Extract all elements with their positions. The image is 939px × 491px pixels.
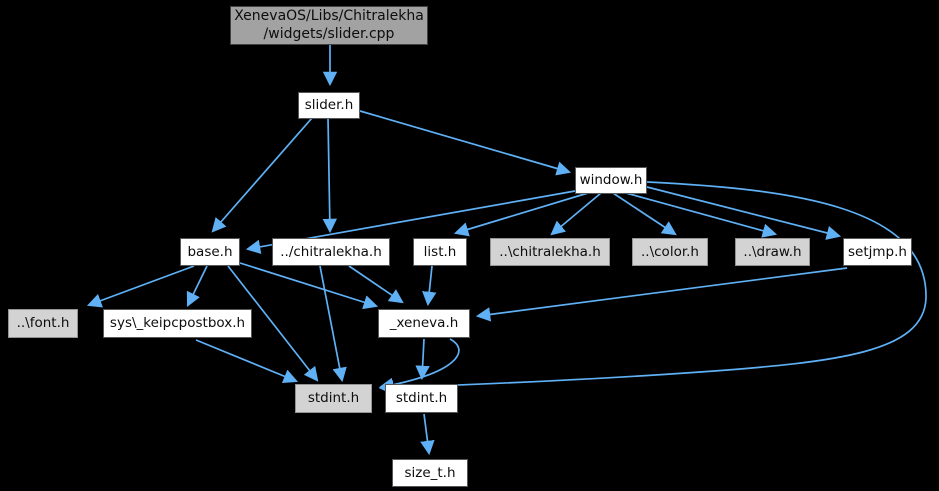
node-list-h[interactable]: list.h — [413, 238, 467, 266]
edge-list_h-to-xeneva_h — [422, 265, 437, 307]
edge-window_h-to-bs_draw_h — [625, 192, 778, 238]
node-xeneva-h[interactable]: _xeneva.h — [378, 309, 470, 338]
edge-slider_h-to-base_h — [211, 117, 313, 233]
node-stdint-h[interactable]: stdint.h — [385, 384, 458, 413]
edge-sys_keipcpostbox_h-to-stdint_h_gray — [195, 339, 299, 384]
edge-base_h-to-xeneva_h — [239, 262, 379, 310]
edge-setjmp_h-to-xeneva_h — [475, 267, 848, 322]
edge-rel_chitralekha_h-to-stdint_h_gray — [319, 265, 347, 383]
edge-base_h-to-bs_font_h — [86, 265, 195, 308]
node-sys-keipcpostbox-h[interactable]: sys\_keipcpostbox.h — [103, 309, 252, 338]
node-bs-font-h: ..\font.h — [8, 309, 78, 338]
node-rel-chitralekha-h[interactable]: ../chitralekha.h — [272, 238, 390, 266]
node-size-t-h[interactable]: size_t.h — [392, 459, 468, 487]
edge-base_h-to-sys_keipcpostbox_h — [186, 265, 208, 307]
node-window-h[interactable]: window.h — [575, 167, 647, 194]
node-slider-h[interactable]: slider.h — [298, 92, 360, 119]
edge-xeneva_h-to-stdint_h_gray — [378, 338, 460, 392]
edge-window_h-to-stdint_h_gray — [378, 181, 927, 395]
edge-window_h-to-setjmp_h — [646, 186, 842, 240]
node-bs-color-h: ..\color.h — [632, 238, 708, 266]
edge-rel_chitralekha_h-to-xeneva_h — [348, 265, 404, 304]
edge-slider_h-to-rel_chitralekha_h — [322, 117, 338, 234]
edge-slider_h-to-window_h — [359, 110, 572, 176]
edge-window_h-to-bs_color_h — [612, 192, 677, 236]
node-slider-cpp: XenevaOS/Libs/Chitralekha /widgets/slide… — [230, 6, 428, 45]
node-stdint-h-truncated: stdint.h — [295, 384, 372, 413]
node-bs-draw-h: ..\draw.h — [735, 238, 810, 266]
edge-xeneva_h-to-stdint_h_white — [415, 338, 430, 381]
edge-stdint_h_white-to-size_t_h — [420, 413, 435, 456]
node-bs-chitralekha-h: ..\chitralekha.h — [490, 238, 610, 266]
node-setjmp-h[interactable]: setjmp.h — [843, 238, 912, 266]
edge-base_h-to-stdint_h_gray — [227, 265, 319, 382]
node-base-h[interactable]: base.h — [180, 238, 240, 266]
edge-window_h-to-bs_chitralekha_h — [550, 192, 602, 236]
edge-window_h-to-list_h — [453, 192, 589, 237]
